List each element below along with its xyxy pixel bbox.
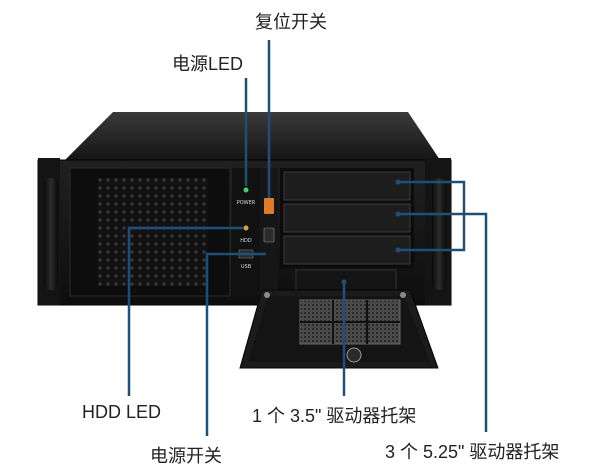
chassis-top (65, 112, 440, 160)
control-panel: POWER HDD USB (232, 168, 260, 296)
usb-label-text: USB (241, 264, 252, 270)
bays-5-25 (280, 168, 414, 268)
hdd-label-text: HDD (240, 238, 252, 244)
power-label-text: POWER (237, 200, 256, 206)
door-lock-icon[interactable] (347, 348, 361, 362)
bay-5-25-3[interactable] (284, 236, 410, 264)
bay-5-25-2[interactable] (284, 204, 410, 232)
left-rack-handle (38, 158, 60, 305)
front-door[interactable] (240, 290, 438, 368)
right-rack-handle (425, 158, 451, 305)
bay-5-25-1[interactable] (284, 172, 410, 200)
power-button[interactable] (264, 228, 274, 242)
reset-button[interactable] (264, 198, 274, 214)
